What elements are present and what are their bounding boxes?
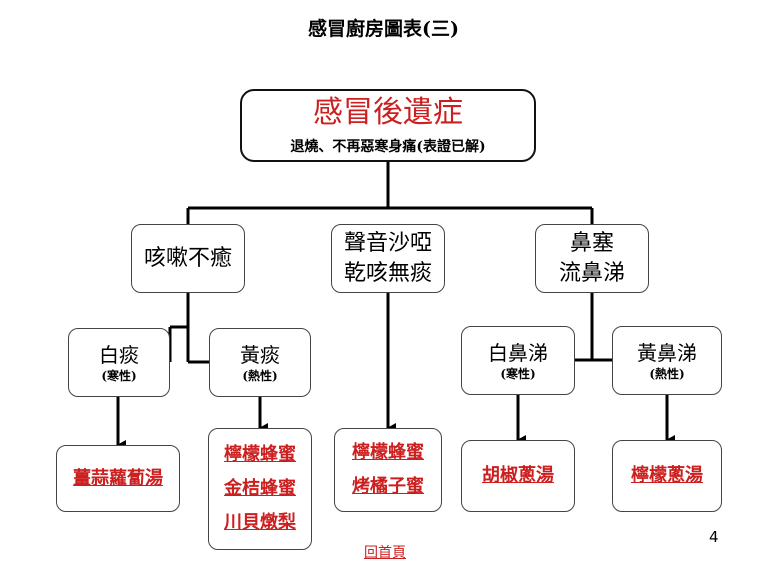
branch-cough-line: 咳嗽不癒 xyxy=(143,245,232,271)
category-name: 白痰 xyxy=(99,342,139,367)
branch-voice: 聲音沙啞 乾咳無痰 xyxy=(331,224,445,293)
recipe-link[interactable]: 烤橘子蜜 xyxy=(352,476,424,497)
recipe-link[interactable]: 檸檬蜂蜜 xyxy=(352,442,424,463)
recipe-box-yellow-snot: 檸檬蔥湯 xyxy=(612,440,722,512)
recipe-link[interactable]: 胡椒蔥湯 xyxy=(482,465,554,486)
page-title: 感冒廚房圖表(三) xyxy=(308,18,459,40)
category-note: (寒性) xyxy=(500,366,536,381)
home-link[interactable]: 回首頁 xyxy=(364,545,406,561)
recipe-box-yellow-phlegm: 檸檬蜂蜜 金桔蜂蜜 川貝燉梨 xyxy=(208,428,312,550)
branch-cough: 咳嗽不癒 xyxy=(131,224,245,293)
recipe-box-white-phlegm: 薑蒜蘿蔔湯 xyxy=(56,445,180,512)
branch-nose-line-1: 鼻塞 xyxy=(569,230,614,256)
category-note: (寒性) xyxy=(101,368,137,383)
recipe-link[interactable]: 檸檬蔥湯 xyxy=(631,465,703,486)
category-white-snot: 白鼻涕 (寒性) xyxy=(461,326,575,395)
branch-nose: 鼻塞 流鼻涕 xyxy=(535,224,649,293)
category-yellow-phlegm: 黃痰 (熱性) xyxy=(209,328,311,397)
recipe-link[interactable]: 檸檬蜂蜜 xyxy=(224,444,296,465)
recipe-link[interactable]: 川貝燉梨 xyxy=(224,512,296,533)
branch-nose-line-2: 流鼻涕 xyxy=(558,260,625,286)
recipe-link[interactable]: 薑蒜蘿蔔湯 xyxy=(73,467,163,489)
root-node: 感冒後遺症 退燒、不再惡寒身痛(表證已解) xyxy=(240,89,536,162)
root-title: 感冒後遺症 xyxy=(313,94,463,130)
category-name: 白鼻涕 xyxy=(488,340,548,365)
category-yellow-snot: 黃鼻涕 (熱性) xyxy=(612,326,722,395)
root-subtitle: 退燒、不再惡寒身痛(表證已解) xyxy=(290,138,486,155)
category-name: 黃痰 xyxy=(240,342,280,367)
page-number: 4 xyxy=(709,528,719,546)
branch-voice-line-2: 乾咳無痰 xyxy=(343,260,432,286)
recipe-link[interactable]: 金桔蜂蜜 xyxy=(224,478,296,499)
recipe-box-voice: 檸檬蜂蜜 烤橘子蜜 xyxy=(334,428,442,512)
category-white-phlegm: 白痰 (寒性) xyxy=(68,328,170,397)
category-note: (熱性) xyxy=(649,366,685,381)
category-note: (熱性) xyxy=(242,368,278,383)
recipe-box-white-snot: 胡椒蔥湯 xyxy=(461,440,575,512)
category-name: 黃鼻涕 xyxy=(637,340,697,365)
branch-voice-line-1: 聲音沙啞 xyxy=(343,230,432,256)
